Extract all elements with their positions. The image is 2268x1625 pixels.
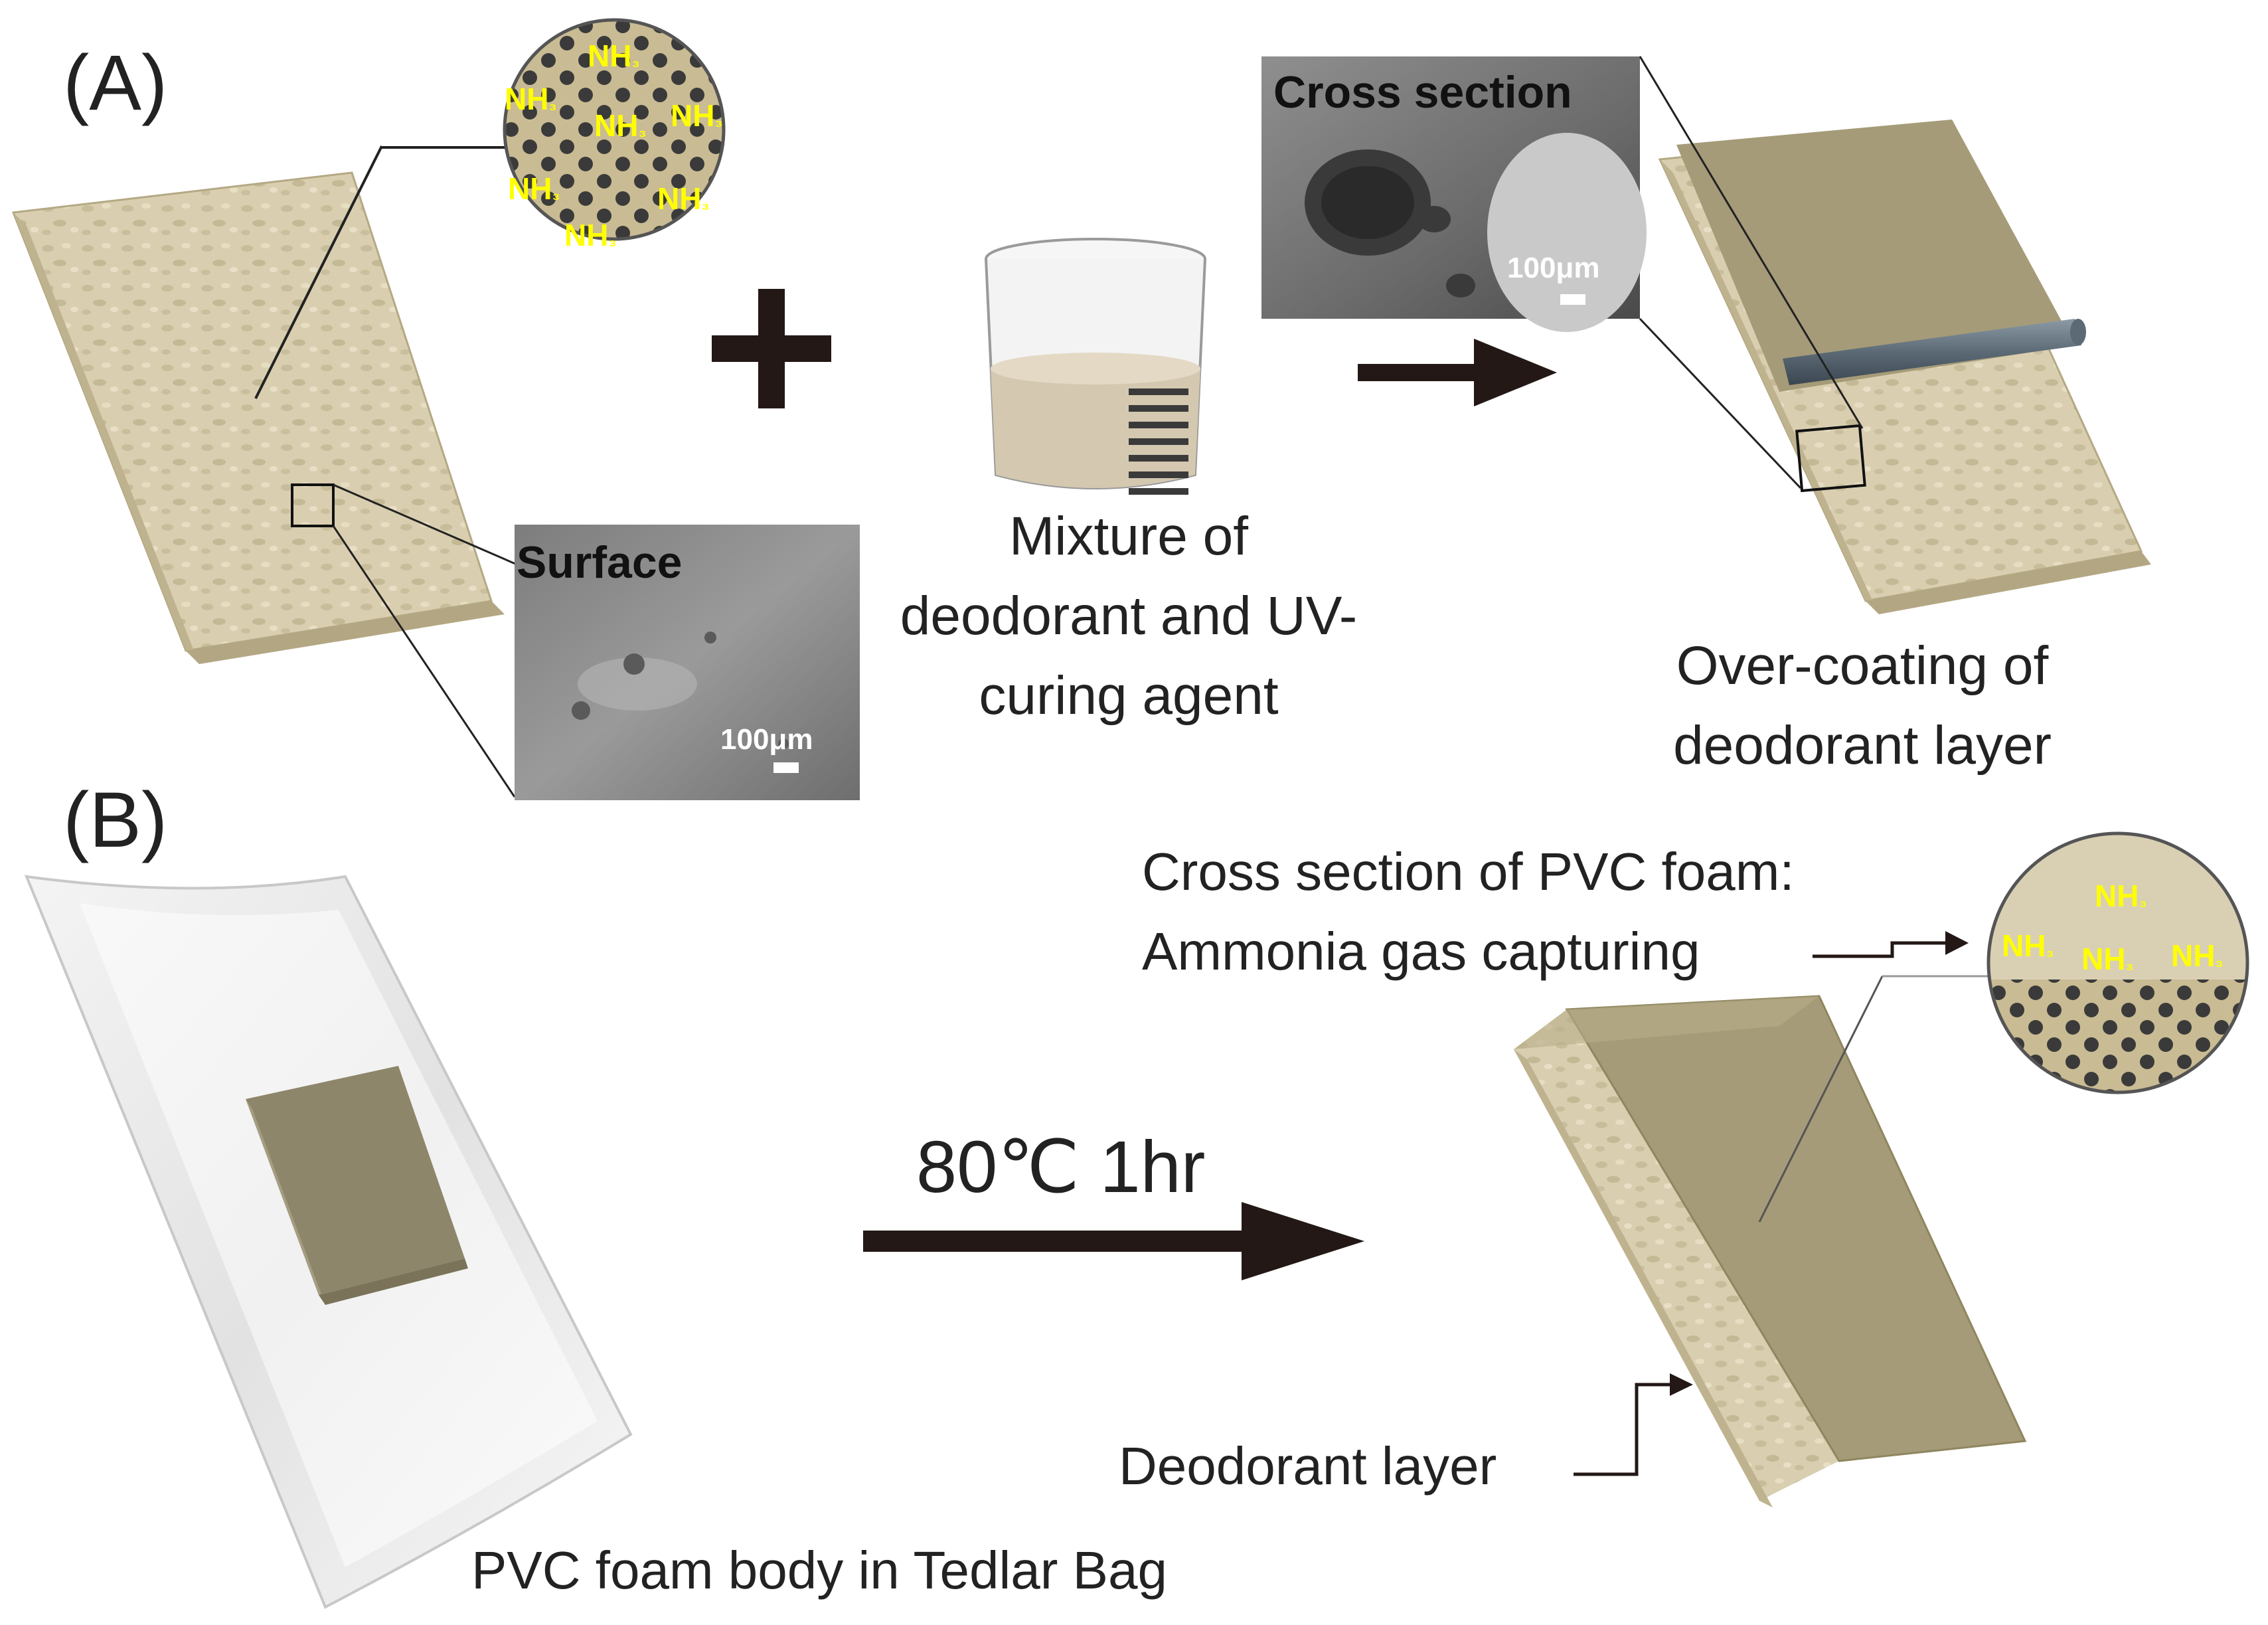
sem-surface-scale-bar bbox=[773, 762, 799, 773]
mixture-label: Mixture of deodorant and UV- curing agen… bbox=[900, 506, 1357, 726]
sem-surface-image: Surface 100μm bbox=[515, 525, 860, 800]
coating-roller bbox=[1783, 319, 2086, 385]
svg-text:NH₃: NH₃ bbox=[2171, 938, 2223, 973]
svg-text:NH₃: NH₃ bbox=[2095, 879, 2146, 913]
svg-text:NH₃: NH₃ bbox=[505, 82, 556, 116]
nh3-labels-a: NH₃ NH₃ NH₃ NH₃ NH₃ NH₃ NH₃ bbox=[505, 39, 722, 252]
beaker-icon bbox=[985, 238, 1206, 495]
svg-text:NH₃: NH₃ bbox=[671, 98, 722, 133]
panel-label-a: (A) bbox=[63, 39, 167, 127]
svg-text:NH₃: NH₃ bbox=[594, 108, 646, 143]
sem-cross-scale-bar bbox=[1560, 294, 1585, 305]
panel-label-b: (B) bbox=[63, 776, 167, 864]
svg-text:deodorant layer: deodorant layer bbox=[1673, 715, 2052, 776]
arrow-b bbox=[863, 1202, 1364, 1280]
zoom-line-surface-1 bbox=[333, 483, 525, 569]
svg-text:Mixture of: Mixture of bbox=[1009, 506, 1248, 566]
zoom-line-cross-1 bbox=[1639, 56, 1864, 429]
svg-text:Cross section of PVC foam:: Cross section of PVC foam: bbox=[1142, 842, 1795, 901]
svg-text:Ammonia gas capturing: Ammonia gas capturing bbox=[1142, 922, 1700, 981]
svg-text:NH₃: NH₃ bbox=[588, 39, 639, 73]
svg-text:NH₃: NH₃ bbox=[2081, 942, 2133, 976]
sem-surface-title: Surface bbox=[517, 537, 682, 588]
svg-text:NH₃: NH₃ bbox=[508, 171, 560, 206]
pore-magnifier-a: NH₃ NH₃ NH₃ NH₃ NH₃ NH₃ NH₃ bbox=[503, 18, 726, 252]
surface-marker-box bbox=[291, 483, 335, 527]
pvc-foam-slab-raw bbox=[11, 171, 505, 664]
deodorant-layer-label: Deodorant layer bbox=[1119, 1436, 1497, 1496]
sem-cross-title: Cross section bbox=[1273, 67, 1572, 118]
svg-text:deodorant and UV-: deodorant and UV- bbox=[900, 586, 1357, 646]
bent-arrow-deodorant bbox=[1574, 1373, 1693, 1476]
plus-sign bbox=[712, 289, 831, 408]
coated-slab-b bbox=[1514, 995, 2027, 1507]
nh3-labels-b: NH₃ NH₃ NH₃ NH₃ bbox=[2002, 879, 2223, 976]
sem-surface-scale-label: 100μm bbox=[720, 723, 813, 756]
beaker-graduations bbox=[1129, 388, 1188, 495]
zoom-line-cross-2 bbox=[1639, 317, 1802, 489]
svg-text:NH₃: NH₃ bbox=[564, 218, 616, 252]
cross-section-marker-box bbox=[1795, 424, 1866, 493]
cross-pvc-label: Cross section of PVC foam: Ammonia gas c… bbox=[1142, 842, 1795, 981]
condition-label: 80℃ 1hr bbox=[916, 1126, 1205, 1208]
zoom-line-pores bbox=[254, 145, 383, 399]
zoom-line-b bbox=[1758, 976, 1884, 1223]
sem-cross-section-image: Cross section 100μm bbox=[1261, 56, 1647, 332]
pvc-foam-body-in-bag bbox=[246, 1066, 468, 1305]
svg-text:NH₃: NH₃ bbox=[657, 181, 709, 216]
bent-arrow-cross bbox=[1813, 931, 1969, 958]
sem-cross-scale-label: 100μm bbox=[1507, 252, 1599, 284]
zoom-line-surface-2 bbox=[332, 525, 516, 798]
svg-text:curing agent: curing agent bbox=[979, 665, 1279, 726]
svg-text:NH₃: NH₃ bbox=[2002, 928, 2054, 963]
arrow-a bbox=[1358, 339, 1557, 406]
pore-magnifier-b: NH₃ NH₃ NH₃ NH₃ bbox=[1986, 831, 2249, 1094]
tedlar-label: PVC foam body in Tedlar Bag bbox=[471, 1541, 1167, 1600]
svg-text:Over-coating of: Over-coating of bbox=[1676, 636, 2049, 696]
overcoat-label: Over-coating of deodorant layer bbox=[1673, 636, 2052, 776]
